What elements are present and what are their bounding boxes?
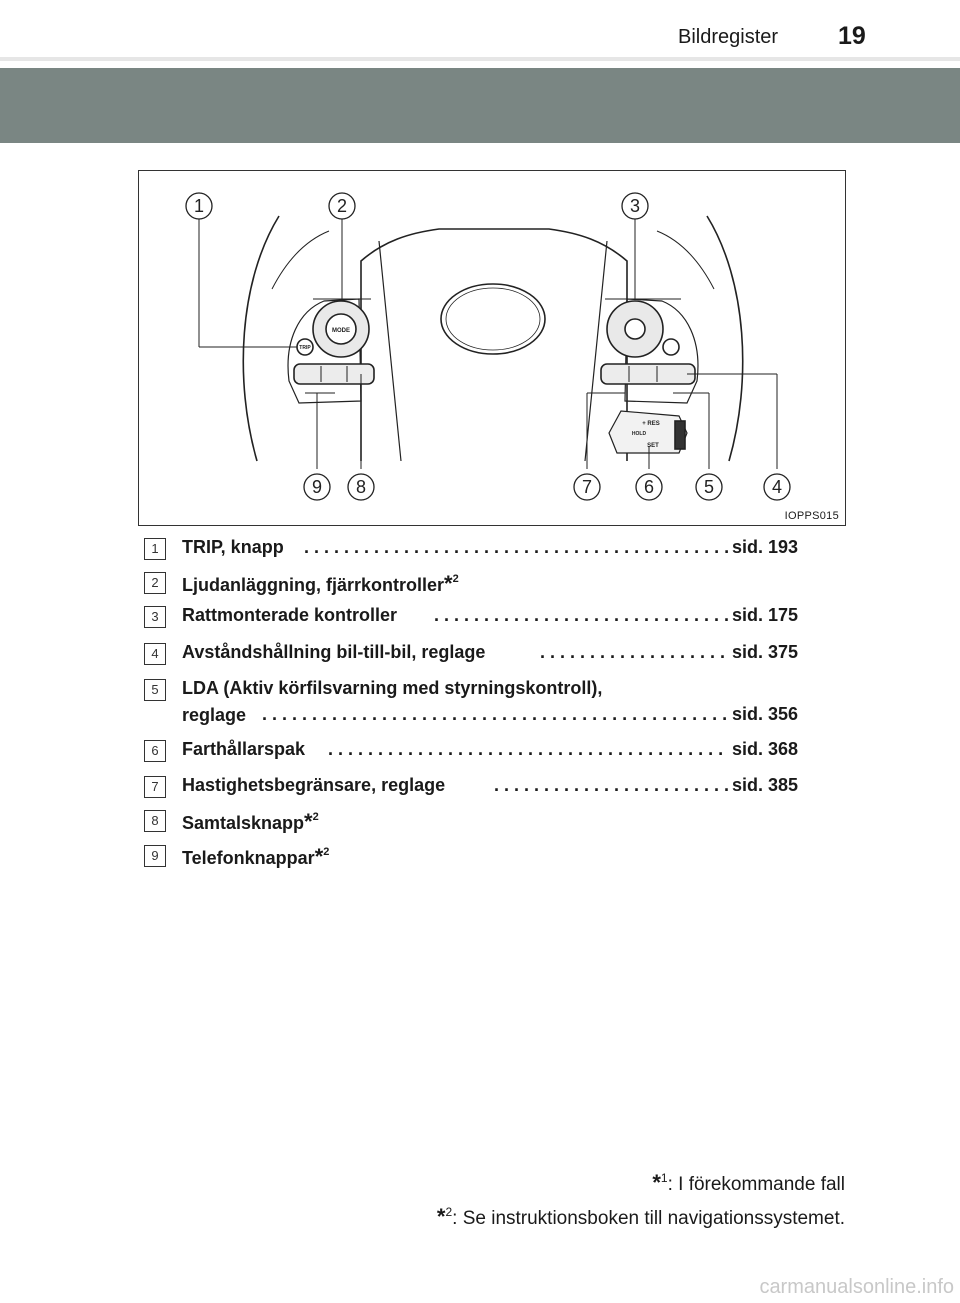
entry-number: 1 <box>144 538 166 560</box>
entry-label: Hastighetsbegränsare, reglage <box>182 775 446 795</box>
watermark: carmanualsonline.info <box>759 1276 954 1298</box>
callout-1: 1 <box>194 196 204 216</box>
lever-set-label: SET <box>647 443 659 449</box>
callout-5: 5 <box>704 477 714 497</box>
entry-page-ref: sid. 385 <box>732 775 799 795</box>
entry-page-ref: sid. 175 <box>732 605 799 625</box>
entry-number: 6 <box>144 740 166 762</box>
leader-dots: . . . . . . . . . . . . . . . . . . . . … <box>304 537 728 557</box>
entry-label: Telefonknappar*2 <box>182 844 330 869</box>
leader-dots: . . . . . . . . . . . . . . . . . . . . … <box>540 642 728 662</box>
footnote-2: *2: Se instruktionsboken till navigation… <box>436 1204 845 1229</box>
entry-number: 3 <box>144 606 166 628</box>
steering-wheel-figure: 1 2 3 9 8 7 6 5 4 MODE TRIP + RES HOLD S… <box>138 170 846 526</box>
leader-dots: . . . . . . . . . . . . . . . . . . . . … <box>494 775 728 795</box>
callout-3: 3 <box>630 196 640 216</box>
entry-label: Samtalsknapp*2 <box>182 809 319 834</box>
callout-2: 2 <box>337 196 347 216</box>
mode-label: MODE <box>332 328 350 334</box>
figure-code: IOPPS015 <box>784 510 839 522</box>
entry-number: 8 <box>144 810 166 832</box>
lever-hold-label: HOLD <box>632 431 647 437</box>
lever-res-label: + RES <box>642 421 660 427</box>
entry-page-ref: sid. 193 <box>732 537 799 557</box>
entry-label: Ljudanläggning, fjärrkontroller*2 <box>182 571 459 596</box>
header-band <box>0 68 960 143</box>
callout-6: 6 <box>644 477 654 497</box>
entry-page-ref: sid. 356 <box>732 704 799 724</box>
entry-number: 7 <box>144 776 166 798</box>
header-rule <box>0 57 960 61</box>
entry-label: LDA (Aktiv körfilsvarning med styrningsk… <box>182 678 603 698</box>
leader-dots: . . . . . . . . . . . . . . . . . . . . … <box>434 605 728 625</box>
callout-9: 9 <box>312 477 322 497</box>
entry-label: Avståndshållning bil-till-bil, reglage <box>182 642 486 662</box>
entry-number: 5 <box>144 679 166 701</box>
entry-page-ref: sid. 368 <box>732 739 799 759</box>
leader-dots: . . . . . . . . . . . . . . . . . . . . … <box>262 704 728 724</box>
callout-7: 7 <box>582 477 592 497</box>
entry-label: TRIP, knapp <box>182 537 284 557</box>
trip-label: TRIP <box>299 345 311 351</box>
steering-wheel-illustration: 1 2 3 9 8 7 6 5 4 MODE TRIP + RES HOLD S… <box>185 192 791 501</box>
leader-dots: . . . . . . . . . . . . . . . . . . . . … <box>328 739 728 759</box>
entry-page-ref: sid. 375 <box>732 642 799 662</box>
header-title: Bildregister <box>678 26 779 48</box>
callout-8: 8 <box>356 477 366 497</box>
footnote-1: *1: I förekommande fall <box>652 1170 845 1195</box>
callout-4: 4 <box>772 477 782 497</box>
entry-number: 4 <box>144 643 166 665</box>
entry-label-continued: reglage <box>182 705 247 725</box>
entry-number: 9 <box>144 845 166 867</box>
entry-label: Farthållarspak <box>182 739 306 759</box>
entry-label: Rattmonterade kontroller <box>182 605 398 625</box>
entry-number: 2 <box>144 572 166 594</box>
page-number: 19 <box>838 22 866 50</box>
